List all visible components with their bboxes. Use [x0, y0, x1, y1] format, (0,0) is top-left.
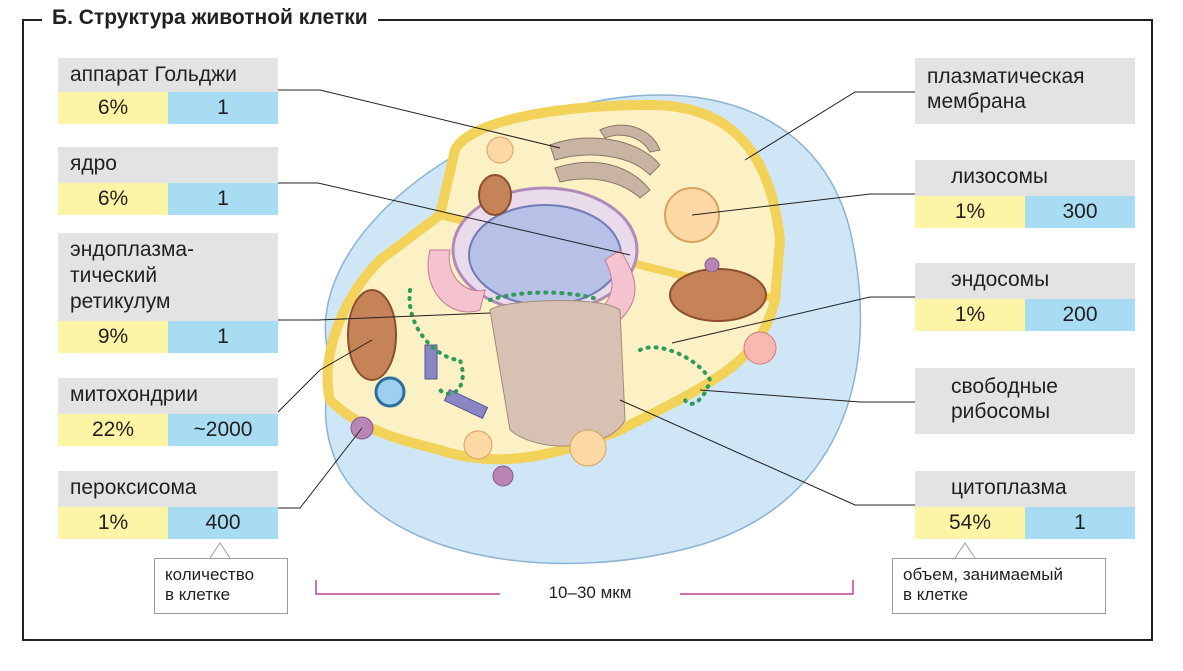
leader-ribosomes [699, 389, 915, 403]
leader-endosome [671, 296, 915, 344]
note-pointer-count [209, 542, 231, 559]
figure-frame [22, 19, 1153, 641]
leader-golgi [278, 89, 561, 149]
volume-note: объем, занимаемый в клетке [892, 558, 1106, 614]
lysosomes-volume: 1% [915, 196, 1025, 228]
peroxisome-volume: 1% [58, 507, 168, 539]
label-cytoplasm: цитоплазма [915, 471, 1135, 507]
peroxisome [704, 257, 720, 273]
label-free-ribosomes: свободные рибосомы [915, 368, 1135, 434]
mitochondrion [478, 174, 512, 216]
leader-cytoplasm [619, 399, 915, 506]
volume-note-line-2: в клетке [903, 585, 969, 604]
mitochondrion [669, 268, 767, 322]
label-peroxisome: пероксисома [58, 471, 278, 507]
vesicle [743, 331, 777, 365]
golgi-stack [549, 137, 661, 176]
scale-label: 10–30 мкм [500, 582, 680, 604]
membrane-line-2: мембрана [927, 90, 1026, 113]
er-line-2: тический [70, 264, 158, 287]
figure-title: Б. Структура животной клетки [42, 5, 378, 31]
count-note-line-1: количество [165, 565, 255, 584]
vesicle [463, 430, 493, 460]
nucleus-count: 1 [168, 183, 278, 215]
peroxisome [492, 465, 514, 487]
mitochondria-volume: 22% [58, 414, 168, 446]
lysosomes-count: 300 [1025, 196, 1135, 228]
nucleus-volume: 6% [58, 183, 168, 215]
centriole [424, 344, 438, 380]
label-er: эндоплазма- тический ретикулум [58, 233, 278, 321]
note-pointer-volume [954, 542, 976, 559]
endosomes-count: 200 [1025, 299, 1135, 331]
leader-lysosome [691, 193, 915, 216]
rough-er [489, 300, 626, 447]
golgi-volume: 6% [58, 92, 168, 124]
count-note-line-2: в клетке [165, 585, 231, 604]
leader-membrane [744, 91, 915, 161]
ribosomes-line-1: свободные [951, 375, 1058, 398]
leader-mitochondria [277, 339, 373, 413]
leader-peroxisome [278, 427, 363, 509]
nucleus [468, 204, 622, 306]
ribosomes-line-2: рибосомы [951, 400, 1051, 423]
free-ribosomes [407, 288, 465, 396]
golgi-stack [554, 161, 651, 199]
er-line-1: эндоплазма- [70, 238, 195, 261]
label-endosomes: эндосомы [915, 263, 1135, 299]
vesicle [486, 136, 514, 164]
leader-er [278, 312, 491, 321]
cytoplasm-volume: 54% [915, 507, 1025, 539]
mitochondria-count: ~2000 [168, 414, 278, 446]
er-fold [427, 249, 486, 313]
peroxisome-count: 400 [168, 507, 278, 539]
cytoplasm-count: 1 [1025, 507, 1135, 539]
label-plasma-membrane: плазматическая мембрана [915, 58, 1135, 124]
golgi-stack [599, 124, 661, 153]
label-mitochondria: митохондрии [58, 378, 278, 414]
er-line-3: ретикулум [70, 290, 171, 313]
endosome [374, 376, 406, 408]
leader-nucleus [278, 182, 631, 256]
label-nucleus: ядро [58, 147, 278, 183]
membrane-line-1: плазматическая [927, 65, 1085, 88]
volume-note-line-1: объем, занимаемый [903, 565, 1063, 584]
vesicle [569, 429, 607, 467]
label-lysosomes: лизосомы [915, 160, 1135, 196]
free-ribosomes [488, 290, 602, 302]
golgi-count: 1 [168, 92, 278, 124]
er-volume: 9% [58, 321, 168, 353]
mitochondrion [347, 289, 397, 381]
count-note: количество в клетке [154, 558, 288, 614]
er-count: 1 [168, 321, 278, 353]
endosomes-volume: 1% [915, 299, 1025, 331]
label-golgi: аппарат Гольджи [58, 58, 278, 92]
free-ribosomes [638, 345, 713, 406]
